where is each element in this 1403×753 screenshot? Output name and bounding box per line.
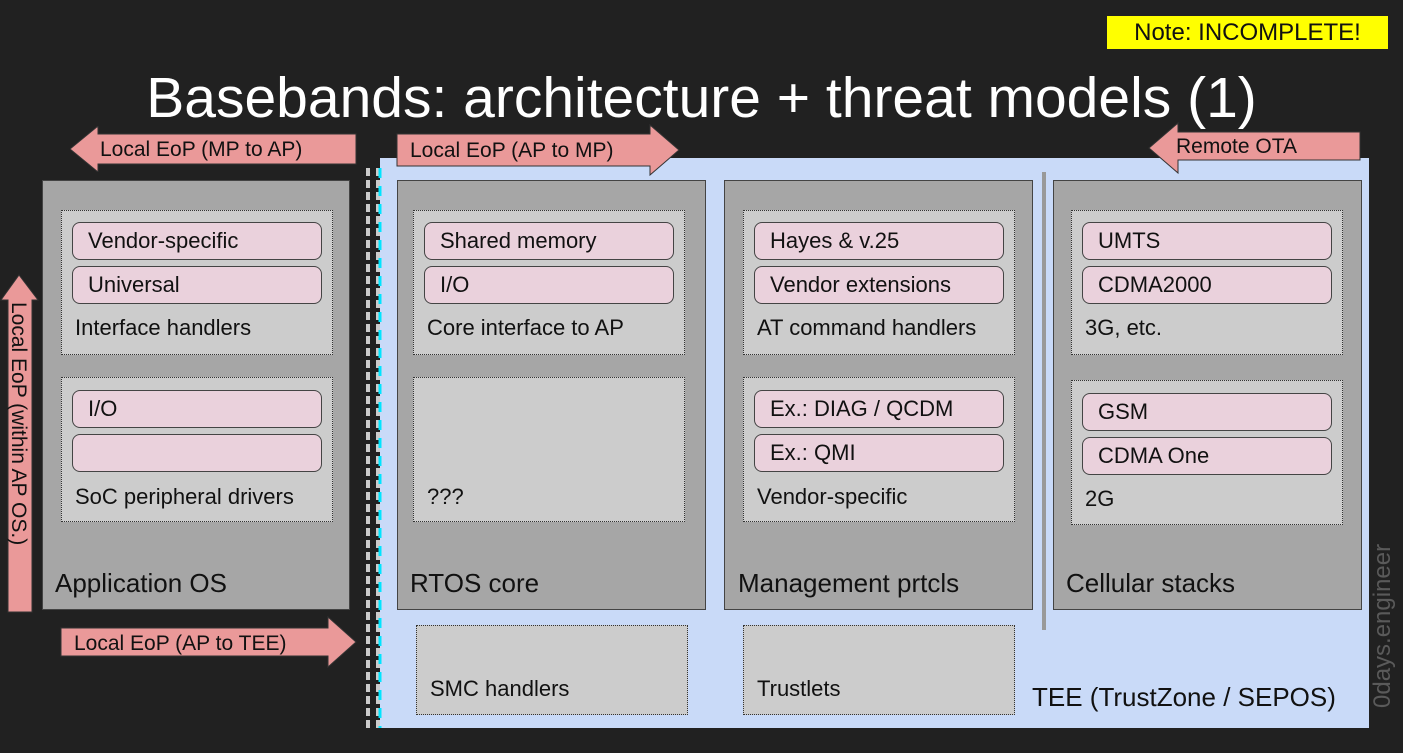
panel-title-management: Management prtcls bbox=[738, 568, 960, 598]
boundary-dashed-line bbox=[376, 168, 380, 728]
label-interface-handlers: Interface handlers bbox=[75, 315, 252, 340]
arrow-remote-ota: Remote OTA bbox=[1148, 122, 1361, 174]
pill-empty bbox=[72, 434, 322, 472]
pill-rtos-io: I/O bbox=[424, 266, 674, 304]
arrow-ap-to-tee: Local EoP (AP to TEE) bbox=[60, 616, 357, 668]
arrow-remote-ota-label: Remote OTA bbox=[1176, 135, 1297, 158]
arrow-ap-to-mp-label: Local EoP (AP to MP) bbox=[410, 139, 614, 162]
label-3g: 3G, etc. bbox=[1085, 315, 1163, 340]
arrow-within-ap-label: Local EoP (within AP OS.) bbox=[7, 302, 30, 545]
arrow-mp-to-ap-label: Local EoP (MP to AP) bbox=[100, 138, 302, 161]
arrow-ap-to-tee-label: Local EoP (AP to TEE) bbox=[74, 632, 286, 655]
watermark: 0days.engineer bbox=[1369, 544, 1396, 708]
arrow-ap-to-mp: Local EoP (AP to MP) bbox=[396, 124, 680, 176]
panel-title-cellular-stacks: Cellular stacks bbox=[1066, 568, 1236, 598]
separator-line bbox=[1042, 172, 1046, 630]
pill-qmi: Ex.: QMI bbox=[754, 434, 1004, 472]
boundary-cyan-line bbox=[378, 168, 382, 728]
pill-vendor-specific: Vendor-specific bbox=[72, 222, 322, 260]
label-core-interface: Core interface to AP bbox=[427, 315, 624, 340]
pill-hayes: Hayes & v.25 bbox=[754, 222, 1004, 260]
panel-title-application-os: Application OS bbox=[55, 568, 227, 598]
pill-vendor-extensions: Vendor extensions bbox=[754, 266, 1004, 304]
label-soc-peripheral-drivers: SoC peripheral drivers bbox=[75, 484, 294, 509]
group-trustlets bbox=[743, 625, 1015, 715]
boundary-dashed-line-outer bbox=[366, 168, 370, 728]
incomplete-note: Note: INCOMPLETE! bbox=[1107, 16, 1388, 49]
label-2g: 2G bbox=[1085, 486, 1115, 511]
label-unknown: ??? bbox=[427, 484, 464, 509]
pill-shared-memory: Shared memory bbox=[424, 222, 674, 260]
pill-diag-qcdm: Ex.: DIAG / QCDM bbox=[754, 390, 1004, 428]
panel-title-rtos-core: RTOS core bbox=[410, 568, 540, 598]
pill-universal: Universal bbox=[72, 266, 322, 304]
label-trustlets: Trustlets bbox=[757, 676, 841, 701]
label-at-command-handlers: AT command handlers bbox=[757, 315, 977, 340]
pill-umts: UMTS bbox=[1082, 222, 1332, 260]
arrow-within-ap: Local EoP (within AP OS.) bbox=[0, 274, 40, 613]
arrow-mp-to-ap: Local EoP (MP to AP) bbox=[70, 126, 357, 172]
tee-label: TEE (TrustZone / SEPOS) bbox=[1032, 682, 1336, 712]
group-unknown bbox=[413, 377, 685, 522]
label-smc-handlers: SMC handlers bbox=[430, 676, 570, 701]
pill-gsm: GSM bbox=[1082, 393, 1332, 431]
slide-title: Basebands: architecture + threat models … bbox=[146, 66, 1257, 130]
group-smc-handlers bbox=[416, 625, 688, 715]
watermark-text: 0days.engineer bbox=[1369, 544, 1396, 708]
pill-cdma-one: CDMA One bbox=[1082, 437, 1332, 475]
pill-cdma2000: CDMA2000 bbox=[1082, 266, 1332, 304]
pill-io: I/O bbox=[72, 390, 322, 428]
label-vendor-specific: Vendor-specific bbox=[757, 484, 908, 509]
